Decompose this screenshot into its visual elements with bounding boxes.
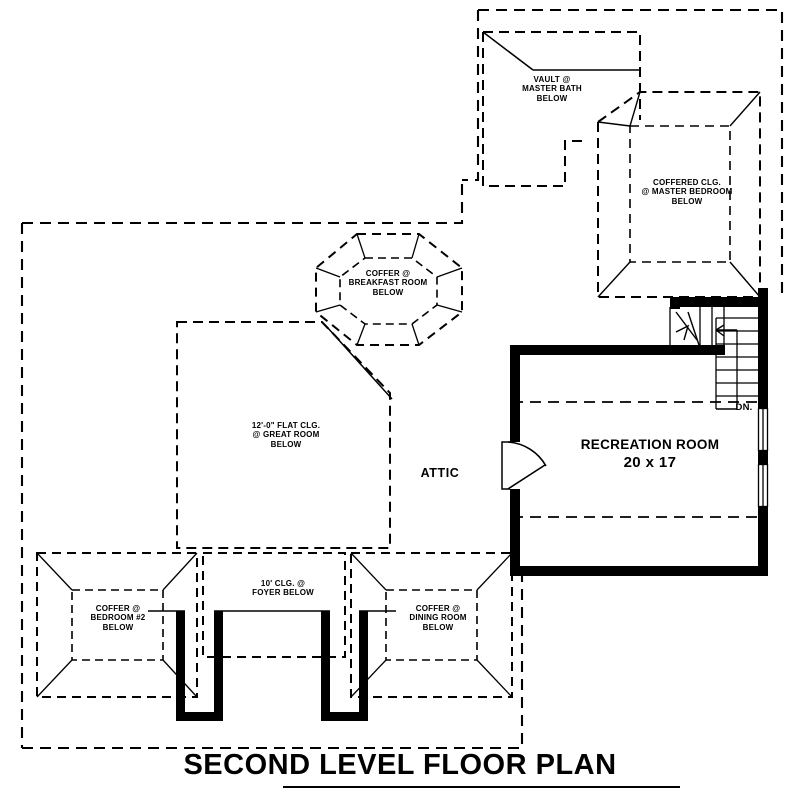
portico-solid-walls [176,611,368,721]
ceiling-note-coffer-bedroom-2: COFFER @ BEDROOM #2 BELOW [90,604,146,632]
master-bedroom-coffer-inner [629,125,731,263]
page-title: SECOND LEVEL FLOOR PLAN [183,749,617,781]
master-bedroom-coffer-outer [597,91,761,298]
great-room-hip-line [326,326,393,400]
stair-treads [669,307,758,409]
ceiling-note-flat-great-room: 12'-0" FLAT CLG. @ GREAT ROOM BELOW [251,421,321,449]
ceiling-note-foyer: 10' CLG. @ FOYER BELOW [252,579,314,598]
recreation-room-window-frames [757,407,769,508]
foyer-ceiling-outline [202,552,346,658]
recreation-room-ceiling-break-lines [512,401,762,518]
stair-walls [670,297,758,309]
recreation-room-name: RECREATION ROOM [580,437,720,452]
building-outline [20,8,784,750]
recreation-room-dimensions: 20 x 17 [623,454,677,471]
portico-wall-caps [148,610,396,717]
attic-label: ATTIC [420,466,460,480]
ceiling-note-coffer-dining-room: COFFER @ DINING ROOM BELOW [409,604,467,632]
title-underline [283,786,680,788]
master-bedroom-coffer-corner-lines [597,91,761,298]
ceiling-note-vault-master-bath: VAULT @ MASTER BATH BELOW [522,75,582,103]
ceiling-note-coffer-breakfast-room: COFFER @ BREAKFAST ROOM BELOW [348,269,428,297]
recreation-room-door [501,441,547,490]
breakfast-room-coffer-corner-lines [315,233,463,346]
stair-break-arrow [675,311,737,349]
ceiling-note-coffered-master-bedroom: COFFERED CLG. @ MASTER BEDROOM BELOW [641,178,733,206]
dining-room-coffer-corner-lines [350,552,513,698]
stair-direction-label: DN. [735,402,753,413]
great-room-ceiling-outline [176,321,391,549]
vault-master-bath-outline [482,31,641,187]
vault-master-bath-hip-lines [482,31,640,71]
recreation-room-walls [510,288,768,576]
